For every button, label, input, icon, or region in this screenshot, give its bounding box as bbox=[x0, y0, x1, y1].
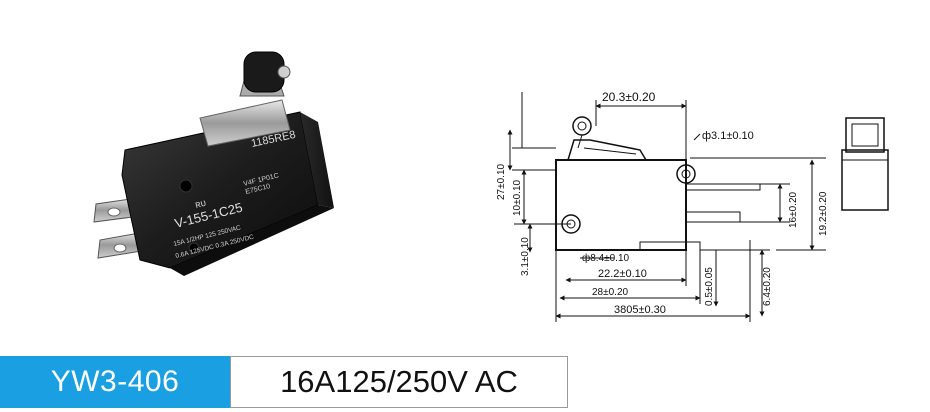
dim-top-width: 20.3±0.20 bbox=[602, 90, 656, 104]
lever-arm bbox=[199, 51, 291, 147]
product-info-bar: YW3-406 16A125/250V AC bbox=[0, 356, 568, 408]
switch-photo: 1185RE8 V4F 1P01C E75C10 V-155-1C25 15A … bbox=[93, 51, 334, 276]
dim-lever-3-1: 3.1±0.10 bbox=[520, 237, 531, 276]
dim-hole-top: ф3.1±0.10 bbox=[702, 130, 754, 142]
dim-pitch-22: 22.2±0.10 bbox=[598, 268, 647, 280]
electrical-rating-label: 16A125/250V AC bbox=[230, 356, 568, 408]
ul-mark-icon: ʀᴜ bbox=[194, 198, 207, 211]
dim-hole-bottom: ф8.4±0.10 bbox=[582, 252, 630, 264]
dim-height-27: 27±0.10 bbox=[496, 163, 507, 200]
model-number-label: YW3-406 bbox=[0, 356, 230, 408]
dimension-labels: 20.3±0.20 ф3.1±0.10 27±0.10 10±0.10 3.1±… bbox=[496, 90, 829, 316]
dim-16: 16±0.20 bbox=[788, 191, 799, 228]
dimension-drawing bbox=[507, 92, 889, 322]
dim-height-10: 10±0.10 bbox=[512, 179, 523, 216]
side-view bbox=[841, 117, 889, 211]
dim-6-4: 6.4±0.20 bbox=[762, 267, 773, 306]
dim-overall: 3805±0.30 bbox=[614, 304, 666, 316]
dim-19-2: 19.2±0.20 bbox=[818, 191, 829, 236]
dim-width-28: 28±0.20 bbox=[592, 287, 629, 298]
dim-0-5: 0.5±0.05 bbox=[704, 267, 715, 306]
drawing-body-outline bbox=[555, 159, 687, 251]
